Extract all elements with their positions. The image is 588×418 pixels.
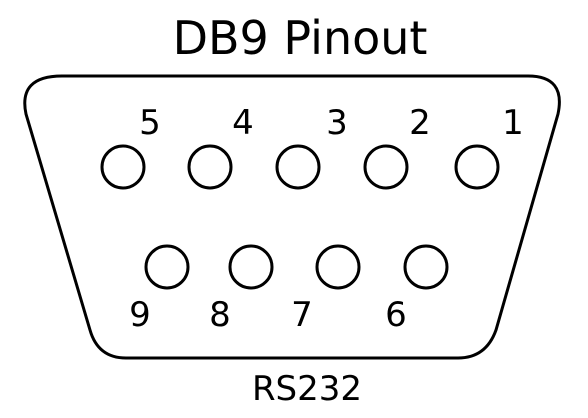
bottom-pin-labels: 9 8 7 6 — [129, 295, 407, 335]
top-pin-row — [100, 144, 500, 190]
pin-label-8: 8 — [209, 295, 231, 335]
pin-3 — [275, 144, 321, 190]
diagram-caption: RS232 — [252, 369, 362, 409]
diagram-title: DB9 Pinout — [173, 11, 428, 65]
pin-8 — [228, 244, 274, 290]
pin-label-6: 6 — [385, 295, 407, 335]
pin-label-3: 3 — [326, 103, 348, 143]
pin-9 — [144, 244, 190, 290]
pin-5 — [100, 144, 146, 190]
pin-label-1: 1 — [502, 103, 524, 143]
pin-label-5: 5 — [139, 103, 161, 143]
pin-label-2: 2 — [409, 103, 431, 143]
pin-label-7: 7 — [291, 295, 313, 335]
bottom-pin-row — [144, 244, 449, 290]
pin-6 — [403, 244, 449, 290]
pin-1 — [454, 144, 500, 190]
pin-7 — [315, 244, 361, 290]
top-pin-labels: 5 4 3 2 1 — [139, 103, 524, 143]
pin-2 — [363, 144, 409, 190]
pin-label-4: 4 — [232, 103, 254, 143]
pin-label-9: 9 — [129, 295, 151, 335]
pin-4 — [187, 144, 233, 190]
